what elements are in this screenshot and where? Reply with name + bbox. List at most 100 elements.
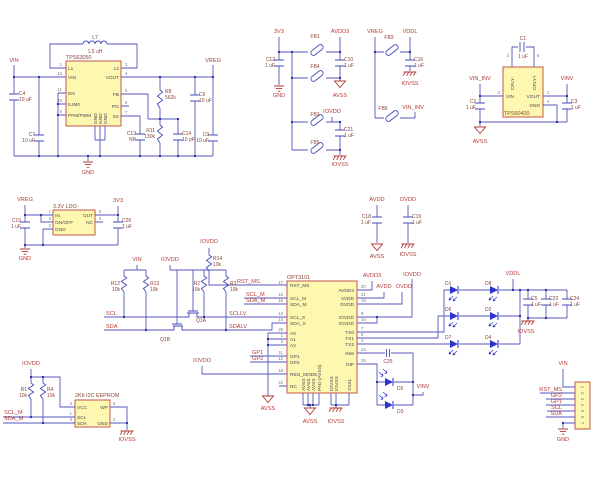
num: 5 xyxy=(113,401,116,406)
pin-avssb2: AVSS xyxy=(306,379,312,391)
net-vininv2: VIN_INV xyxy=(469,76,491,82)
num: 7 xyxy=(361,326,364,331)
junction-dot xyxy=(158,75,162,79)
avss-symbol-icon xyxy=(371,243,383,251)
junction-dot xyxy=(266,337,270,341)
num: 13 xyxy=(278,311,283,316)
iovss-symbol-icon xyxy=(402,71,417,77)
val-c4: 10 uF xyxy=(19,97,32,103)
net-vininv: VIN_INV xyxy=(402,105,424,111)
ref-d5: D5 xyxy=(397,386,404,392)
val-c16: 1 uF xyxy=(414,63,424,69)
pin-wp: WP xyxy=(100,405,108,411)
net-3v3: 3V3 xyxy=(274,29,284,35)
net-gp2b: GP2 xyxy=(551,393,562,399)
pin-vin2: VIN xyxy=(506,94,515,100)
val-r14: 10k xyxy=(213,262,222,268)
junction-dot xyxy=(23,243,27,247)
junction-dot xyxy=(125,421,129,425)
junction-dot xyxy=(478,120,482,124)
avss-symbol-icon xyxy=(262,395,274,403)
ref-c2: C2 xyxy=(470,99,477,105)
junction-dot xyxy=(544,316,548,320)
ref-r1: R1 xyxy=(21,387,28,393)
buck-boost-wires xyxy=(13,43,214,161)
ref-c26: C26 xyxy=(122,218,131,224)
ref-d7: D7 xyxy=(445,335,452,341)
junction-dot xyxy=(37,75,41,79)
val-r12: 10k xyxy=(112,287,121,293)
ref-r11: R11 xyxy=(146,128,155,134)
junction-dot xyxy=(158,154,162,158)
pin-gnd5: GND xyxy=(55,227,66,233)
ic-boxes xyxy=(52,60,591,430)
junction-dot xyxy=(555,120,559,124)
ref-d3: D3 xyxy=(397,409,404,415)
junction-dot xyxy=(338,76,342,80)
net-gnd-tl: GND xyxy=(82,170,94,176)
pin-regmode: REG_MODE xyxy=(290,372,317,378)
pin-tx0: TX0 xyxy=(345,330,354,336)
junction-dot xyxy=(86,154,90,158)
val-c13: NP xyxy=(129,137,137,143)
val-c6: 10 uF xyxy=(199,98,212,104)
junction-dot xyxy=(518,288,522,292)
num: 2 xyxy=(580,392,585,395)
num: 2 xyxy=(113,417,116,422)
val-c7: 10 uF xyxy=(22,138,35,144)
pin-pfmpwm: PFM/PWM xyxy=(68,113,91,119)
num: 6 xyxy=(580,416,585,419)
pin-l1: L1 xyxy=(68,66,74,72)
num: 4 xyxy=(361,338,364,343)
junction-dot xyxy=(56,154,60,158)
pin-ss: SS xyxy=(113,114,119,120)
ref-c19: C19 xyxy=(412,214,421,220)
pin-gp2: GP2 xyxy=(290,360,300,366)
num: 5 xyxy=(125,88,128,93)
pin-scl2: SCL xyxy=(77,415,87,421)
pin-vout: VOUT xyxy=(106,75,119,81)
num: 4 xyxy=(580,404,585,407)
net-vin3: VIN xyxy=(132,257,141,263)
pin-gnd2: GND xyxy=(98,113,104,124)
resistor-icon xyxy=(200,275,208,293)
ref-d2: D2 xyxy=(485,307,492,313)
ferrite-bead-icon xyxy=(384,43,400,57)
val-c19: 1 uF xyxy=(412,220,422,226)
val-c2: 1 uF xyxy=(466,105,476,111)
num: 22 xyxy=(278,380,283,385)
opt3101-left-wires xyxy=(104,248,287,396)
ref-c4: C4 xyxy=(19,91,26,97)
num: 17 xyxy=(278,280,283,285)
tps60400-box xyxy=(502,66,544,118)
ref-d4: D4 xyxy=(485,335,492,341)
part-ldo: 3.3V LDO xyxy=(53,204,77,210)
opt3101-box xyxy=(286,280,358,394)
net-sda: SDA xyxy=(106,324,118,330)
pin-iovdd2: IOVDD xyxy=(339,321,355,327)
num: 25 xyxy=(361,358,366,363)
pin-vssl: VSSL xyxy=(347,378,353,391)
junction-dot xyxy=(565,94,569,98)
val-c3: 1 uF xyxy=(571,105,581,111)
val-c5: 1 uF xyxy=(531,302,541,308)
junction-dot xyxy=(41,421,45,425)
net-avdd: AVDD xyxy=(376,284,391,290)
net-gp1: GP1 xyxy=(252,350,263,356)
pin-avdd3: AVDD3 xyxy=(338,288,354,294)
num: 5 xyxy=(580,410,585,413)
pin-vin: VIN xyxy=(68,75,77,81)
ref-q1a: Q1A xyxy=(196,318,207,324)
ref-c12: C12 xyxy=(266,57,275,63)
net-vreg: VREG xyxy=(205,58,221,64)
pin-fb: FB xyxy=(113,92,119,98)
ref-c9: C9 xyxy=(203,132,210,138)
net-avss5: AVSS xyxy=(261,406,276,412)
iovss-symbol-icon xyxy=(119,430,134,436)
net-sdam2: SDA_M xyxy=(4,416,24,422)
net-iovdd6: IOVDD xyxy=(22,361,40,367)
junction-dot xyxy=(12,75,16,79)
junction-dot xyxy=(411,393,415,397)
junction-dot xyxy=(41,243,45,247)
